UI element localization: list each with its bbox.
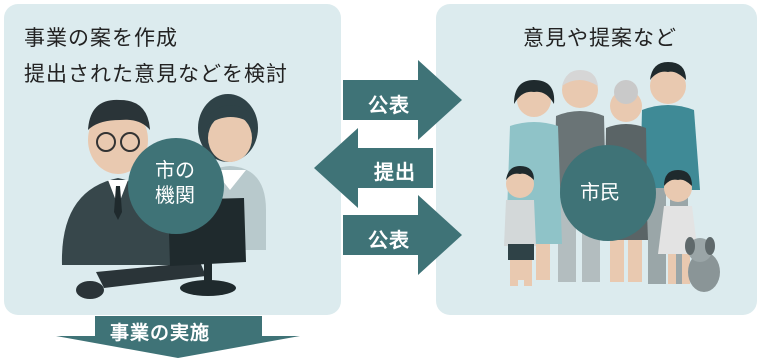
submit-arrow bbox=[314, 128, 433, 208]
city-office-label: 市の 機関 bbox=[135, 158, 215, 208]
city-office-label-line1: 市の bbox=[155, 158, 195, 182]
publish-arrow-top bbox=[343, 60, 462, 140]
right-heading: 意見や提案など bbox=[523, 26, 677, 50]
citizens-circle bbox=[560, 145, 656, 241]
implementation-label: 事業の実施 bbox=[110, 322, 211, 344]
left-heading-line1: 事業の案を作成 bbox=[24, 26, 178, 50]
publish-label-top: 公表 bbox=[368, 93, 410, 117]
citizens-label: 市民 bbox=[580, 180, 620, 204]
left-heading-line2: 提出された意見などを検討 bbox=[24, 62, 288, 86]
publish-arrow-bottom bbox=[343, 195, 462, 275]
city-office-label-line2: 機関 bbox=[155, 183, 195, 207]
city-office-circle bbox=[128, 138, 224, 234]
submit-label: 提出 bbox=[374, 160, 416, 184]
implementation-arrow bbox=[56, 316, 300, 358]
publish-label-bottom: 公表 bbox=[368, 228, 410, 252]
